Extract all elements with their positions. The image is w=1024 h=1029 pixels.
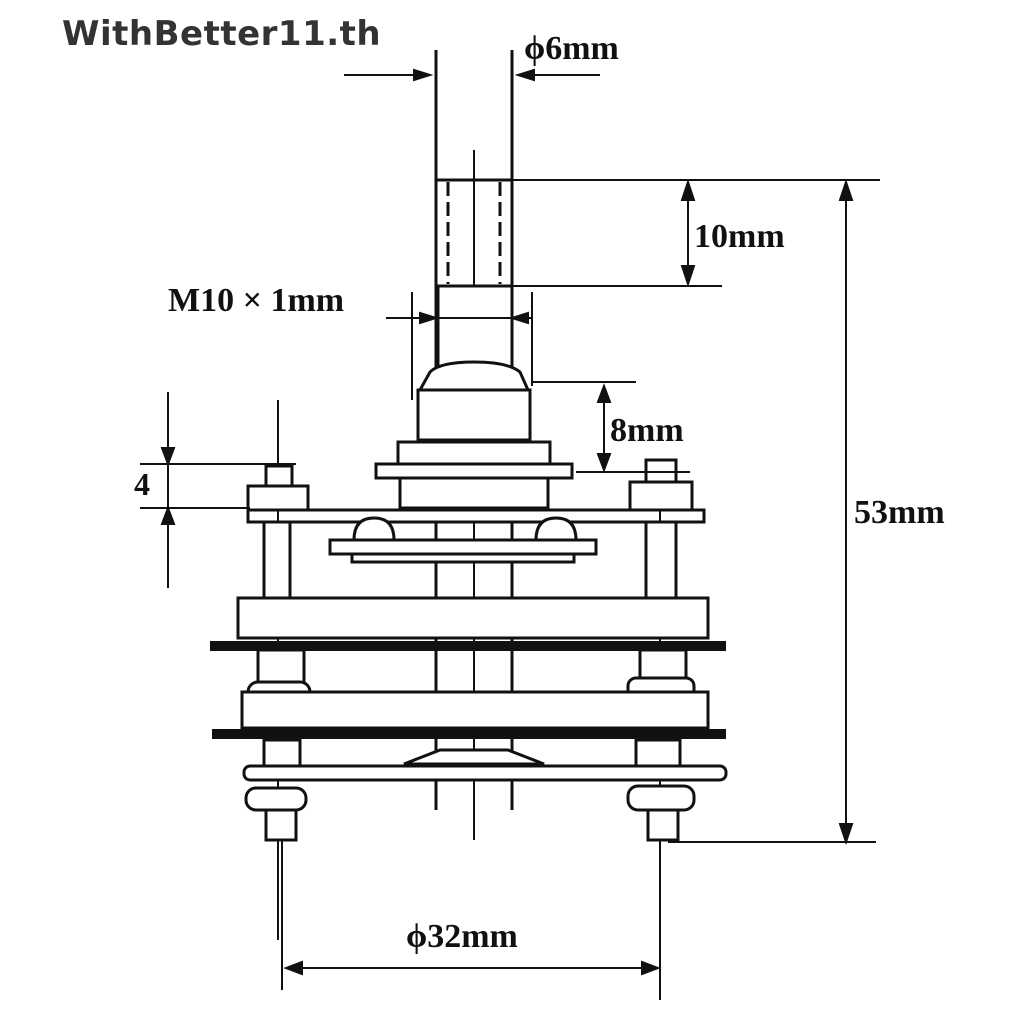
label-shaft-diameter: ϕ6mm — [524, 30, 619, 67]
label-nut-height: 8mm — [610, 412, 684, 449]
wafer-decks — [210, 596, 728, 782]
dim-thread — [386, 292, 533, 400]
label-thread: M10 × 1mm — [168, 282, 345, 319]
watermark: WithBetter11.th — [62, 14, 382, 54]
dim-total-height — [668, 178, 876, 846]
mounting-plate — [246, 508, 706, 564]
label-shaft-length: 10mm — [694, 218, 785, 255]
dim-shaft-diameter — [344, 68, 600, 82]
label-total-height: 53mm — [854, 494, 945, 531]
left-stud — [244, 400, 312, 940]
label-spacer: 4 — [134, 466, 150, 502]
dim-shaft-length — [512, 178, 880, 288]
label-mount-diameter: ϕ32mm — [406, 918, 518, 955]
dim-mount-diameter — [281, 840, 661, 990]
dim-nut-height — [532, 381, 690, 473]
threaded-bushing — [374, 284, 574, 510]
dim-spacer — [140, 392, 296, 588]
